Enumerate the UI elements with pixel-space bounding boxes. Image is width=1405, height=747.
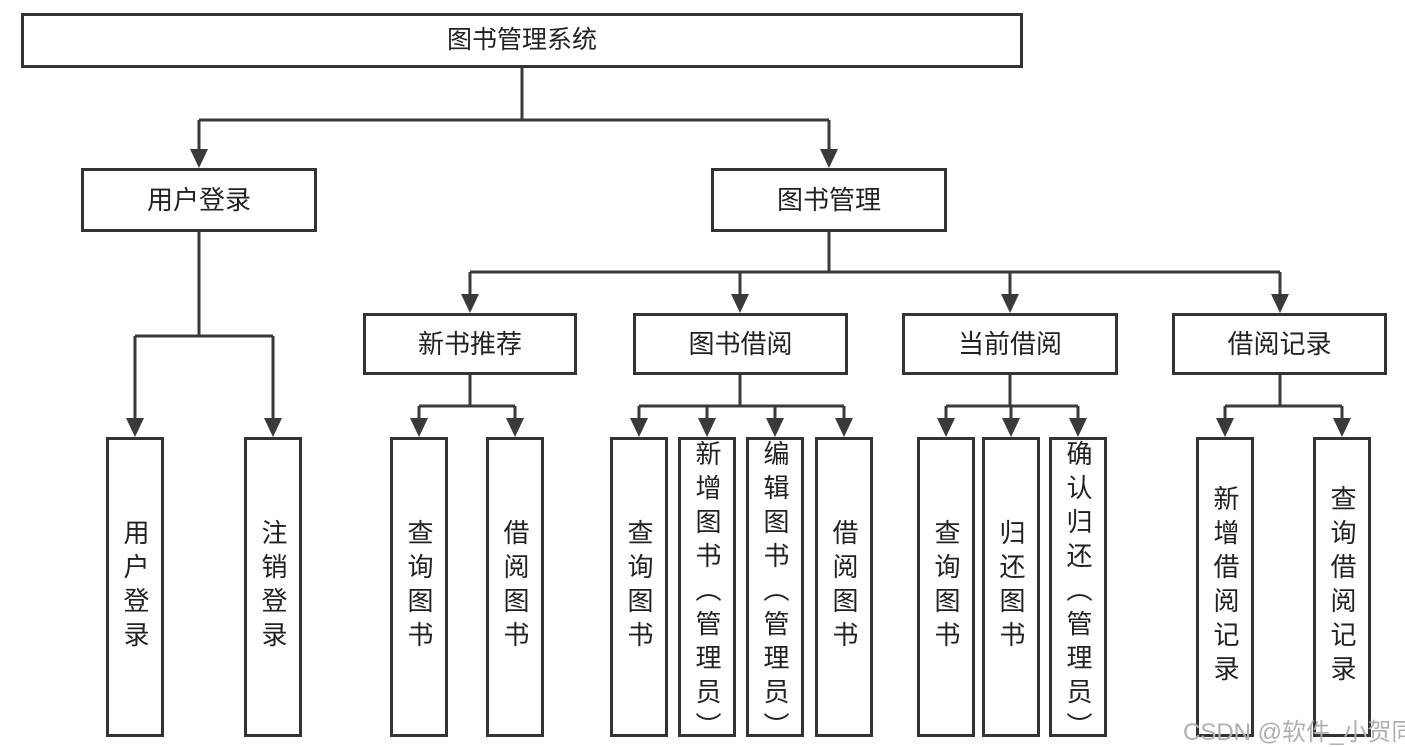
node-book-borrow: 图书借阅 [633,313,848,375]
leaf-logout: 注销登录 [244,437,302,737]
node-label: 查询图书 [404,519,434,655]
node-library-system: 图书管理系统 [21,13,1023,68]
leaf-query-books-current: 查询图书 [917,437,975,737]
leaf-return-books: 归还图书 [982,437,1040,737]
leaf-query-books-borrow: 查询图书 [610,437,668,737]
node-label: 新增图书（管理员） [692,440,722,746]
node-label: 查询图书 [624,519,654,655]
node-user-login: 用户登录 [81,168,317,232]
node-label: 归还图书 [996,519,1026,655]
leaf-user-login: 用户登录 [106,437,164,737]
node-label: 新增借阅记录 [1210,485,1240,689]
leaf-borrow-books-recommend: 借阅图书 [486,437,544,737]
node-label: 查询借阅记录 [1327,485,1357,689]
leaf-add-books-admin: 新增图书（管理员） [678,437,736,746]
node-label: 图书借阅 [688,329,793,359]
node-label: 图书管理 [776,185,881,215]
node-borrow-records: 借阅记录 [1172,313,1387,375]
leaf-query-books-recommend: 查询图书 [390,437,448,737]
node-label: 用户登录 [146,185,251,215]
node-new-book-recommend: 新书推荐 [363,313,577,375]
node-label: 编辑图书（管理员） [760,440,790,746]
node-label: 借阅记录 [1227,329,1332,359]
csdn-watermark: CSDN @软件_小贺同学 [1183,719,1405,746]
leaf-edit-books-admin: 编辑图书（管理员） [746,437,804,746]
node-label: 用户登录 [120,519,150,655]
node-label: 注销登录 [258,519,288,655]
node-label: 图书管理系统 [446,26,597,54]
leaf-borrow-books: 借阅图书 [815,437,873,737]
leaf-confirm-return-admin: 确认归还（管理员） [1049,437,1107,746]
node-label: 借阅图书 [500,519,530,655]
node-label: 新书推荐 [417,329,522,359]
node-label: 确认归还（管理员） [1063,440,1093,746]
node-book-management: 图书管理 [711,168,947,232]
node-label: 查询图书 [931,519,961,655]
leaf-query-borrow-record: 查询借阅记录 [1313,437,1371,737]
node-current-borrow: 当前借阅 [902,313,1118,375]
node-label: 当前借阅 [957,329,1062,359]
leaf-add-borrow-record: 新增借阅记录 [1196,437,1254,737]
node-label: 借阅图书 [829,519,859,655]
